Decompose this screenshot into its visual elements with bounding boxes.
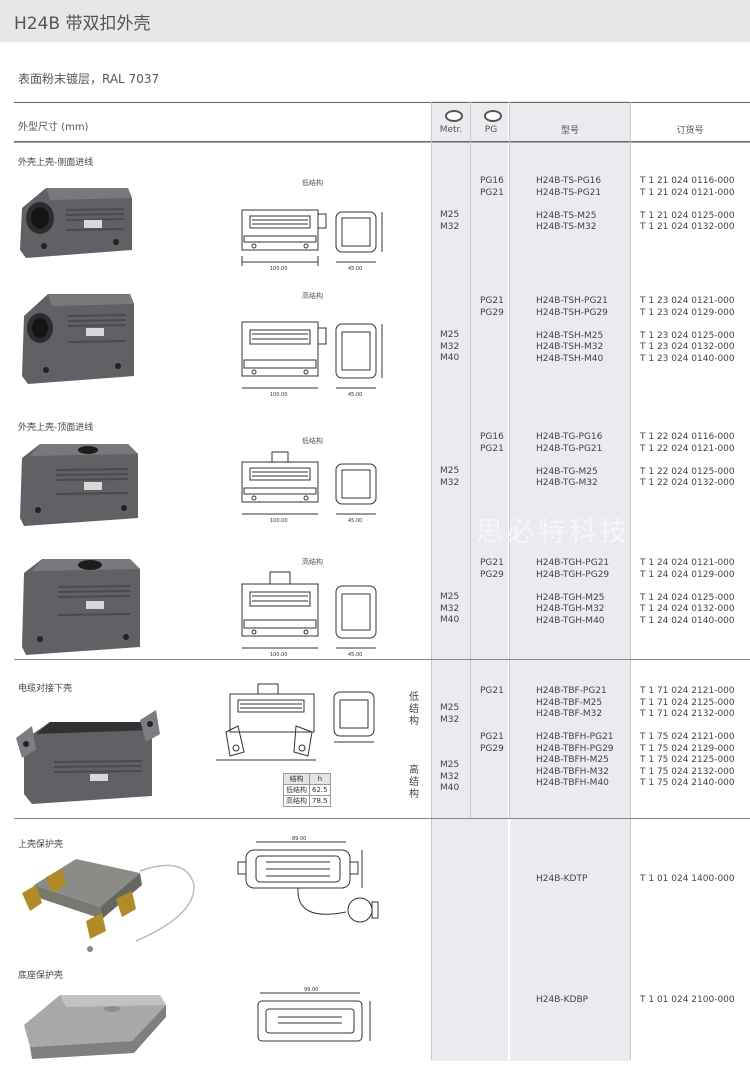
dim-top-cover-width: 89.00 — [292, 836, 306, 842]
row5-model: H24B-TBF-PG21 H24B-TBF-M25 H24B-TBF-M32 — [536, 686, 607, 719]
watermark: 思必特科技 — [476, 517, 631, 548]
housing-top-entry-high-photo — [22, 559, 140, 655]
dim-width-label: 100.00 — [270, 518, 288, 524]
drawing-side-entry-high: 100.00 45.00 — [241, 321, 383, 398]
variant-high-vertical-label: 高结构 — [409, 765, 419, 800]
row1-order: T 1 21 024 0116-000 T 1 21 024 0121-000 … — [640, 176, 735, 232]
base-cover-photo — [24, 995, 166, 1059]
dimension-heading: 外型尺寸 (mm) — [18, 122, 89, 133]
dim-depth-label: 45.00 — [348, 518, 362, 524]
variant-low-vertical-label: 低结构 — [409, 692, 419, 727]
row4-model: H24B-TGH-PG21 H24B-TGH-PG29 H24B-TGH-M25… — [536, 558, 610, 626]
row1-metr: M25 M32 — [440, 210, 460, 232]
variant-high-label: 高结构 — [302, 292, 323, 300]
metric-thread-icon — [445, 110, 463, 122]
col-sep-1 — [470, 102, 471, 818]
row1-pg: PG16 PG21 — [480, 176, 504, 198]
dim-depth-label: 45.00 — [348, 392, 362, 398]
dim-base-cover-width: 99.00 — [304, 987, 318, 993]
drawing-top-entry-high: 100.00 45.00 — [241, 571, 377, 658]
col-sep-2 — [509, 102, 510, 818]
cable-coupler-photo — [16, 710, 160, 804]
pg-thread-icon — [484, 110, 502, 122]
row4-order: T 1 24 024 0121-000 T 1 24 024 0129-000 … — [640, 558, 735, 626]
row2-metr: M25 M32 M40 — [440, 330, 460, 363]
housing-top-entry-low-photo — [20, 444, 138, 526]
row5-order: T 1 71 024 2121-000 T 1 71 024 2125-000 … — [640, 686, 735, 719]
col-pg-label: PG — [484, 125, 498, 135]
height-table: 结构 h 低结构 62.5 高结构 78.5 — [283, 773, 331, 807]
row6-model: H24B-TBFH-PG21 H24B-TBFH-PG29 H24B-TBFH-… — [536, 732, 614, 788]
top-cover-photo — [22, 859, 195, 952]
drawing-cable-coupler — [216, 683, 375, 761]
row3-order: T 1 22 024 0116-000 T 1 22 024 0121-000 … — [640, 432, 735, 488]
dim-width-label: 100.00 — [270, 652, 288, 658]
col-order-label: 订货号 — [676, 126, 704, 136]
dim-width-label: 100.00 — [270, 392, 288, 398]
row8-model: H24B-KDBP — [536, 995, 589, 1005]
row5-metr: M25 M32 — [440, 703, 460, 725]
housing-side-entry-high-photo — [22, 294, 134, 384]
row6-pg: PG21 PG29 — [480, 732, 504, 754]
col-model-label: 型号 — [560, 126, 579, 136]
row4-pg: PG21 PG29 — [480, 558, 504, 580]
variant-low-label: 低结构 — [302, 179, 323, 187]
row5-pg: PG21 — [480, 686, 504, 696]
drawing-side-entry-low: 100.00 45.00 — [241, 209, 383, 272]
drawing-top-entry-low: 100.00 45.00 — [241, 451, 377, 524]
row6-order: T 1 75 024 2121-000 T 1 75 024 2129-000 … — [640, 732, 735, 788]
row3-model: H24B-TG-PG16 H24B-TG-PG21 H24B-TG-M25 H2… — [536, 432, 603, 488]
housing-side-entry-low-photo — [20, 188, 132, 258]
variant-high-label: 高结构 — [302, 558, 323, 566]
drawing-base-cover: 99.00 — [257, 987, 371, 1042]
row6-metr: M25 M32 M40 — [440, 760, 460, 793]
table-top-rule — [14, 102, 750, 103]
group-rule-2 — [14, 818, 750, 819]
table-header-rule — [14, 141, 750, 142]
row3-pg: PG16 PG21 — [480, 432, 504, 454]
section-base-cover: 底座保护壳 — [18, 971, 64, 981]
column-model-bg — [510, 101, 630, 1061]
height-table-head-h: h — [309, 773, 331, 785]
height-table-low-label: 低结构 — [283, 784, 310, 796]
row2-model: H24B-TSH-PG21 H24B-TSH-PG29 H24B-TSH-M25… — [536, 296, 608, 364]
subtitle: 表面粉末镀层，RAL 7037 — [18, 72, 160, 86]
section-top-entry: 外壳上壳-顶面进线 — [18, 423, 94, 433]
page-header: H24B 带双扣外壳 — [0, 0, 750, 42]
dim-depth-label: 45.00 — [348, 266, 362, 272]
page-title: H24B 带双扣外壳 — [14, 14, 151, 34]
variant-low-label: 低结构 — [302, 437, 323, 445]
row7-order: T 1 01 024 1400-000 — [640, 874, 735, 884]
col-metr-label: Metr. — [439, 125, 463, 135]
col-sep-3 — [630, 102, 631, 1060]
row8-order: T 1 01 024 2100-000 — [640, 995, 735, 1005]
drawing-top-cover: 89.00 — [237, 836, 379, 923]
height-table-head-structure: 结构 — [283, 773, 310, 785]
row4-metr: M25 M32 M40 — [440, 592, 460, 625]
dim-depth-label: 45.00 — [348, 652, 362, 658]
row2-order: T 1 23 024 0121-000 T 1 23 024 0129-000 … — [640, 296, 735, 364]
height-table-low-value: 62.5 — [309, 784, 331, 796]
section-cable-coupler: 电缆对接下壳 — [18, 684, 73, 694]
height-table-high-label: 高结构 — [283, 795, 310, 807]
section-side-entry: 外壳上壳-侧面进线 — [18, 158, 94, 168]
height-table-high-value: 78.5 — [309, 795, 331, 807]
dim-width-label: 100.00 — [270, 266, 288, 272]
row2-pg: PG21 PG29 — [480, 296, 504, 318]
col-sep-0 — [431, 102, 432, 1060]
row3-metr: M25 M32 — [440, 466, 460, 488]
group-rule-1 — [14, 659, 750, 660]
row7-model: H24B-KDTP — [536, 874, 588, 884]
section-top-cover: 上壳保护壳 — [18, 840, 64, 850]
row1-model: H24B-TS-PG16 H24B-TS-PG21 H24B-TS-M25 H2… — [536, 176, 602, 232]
